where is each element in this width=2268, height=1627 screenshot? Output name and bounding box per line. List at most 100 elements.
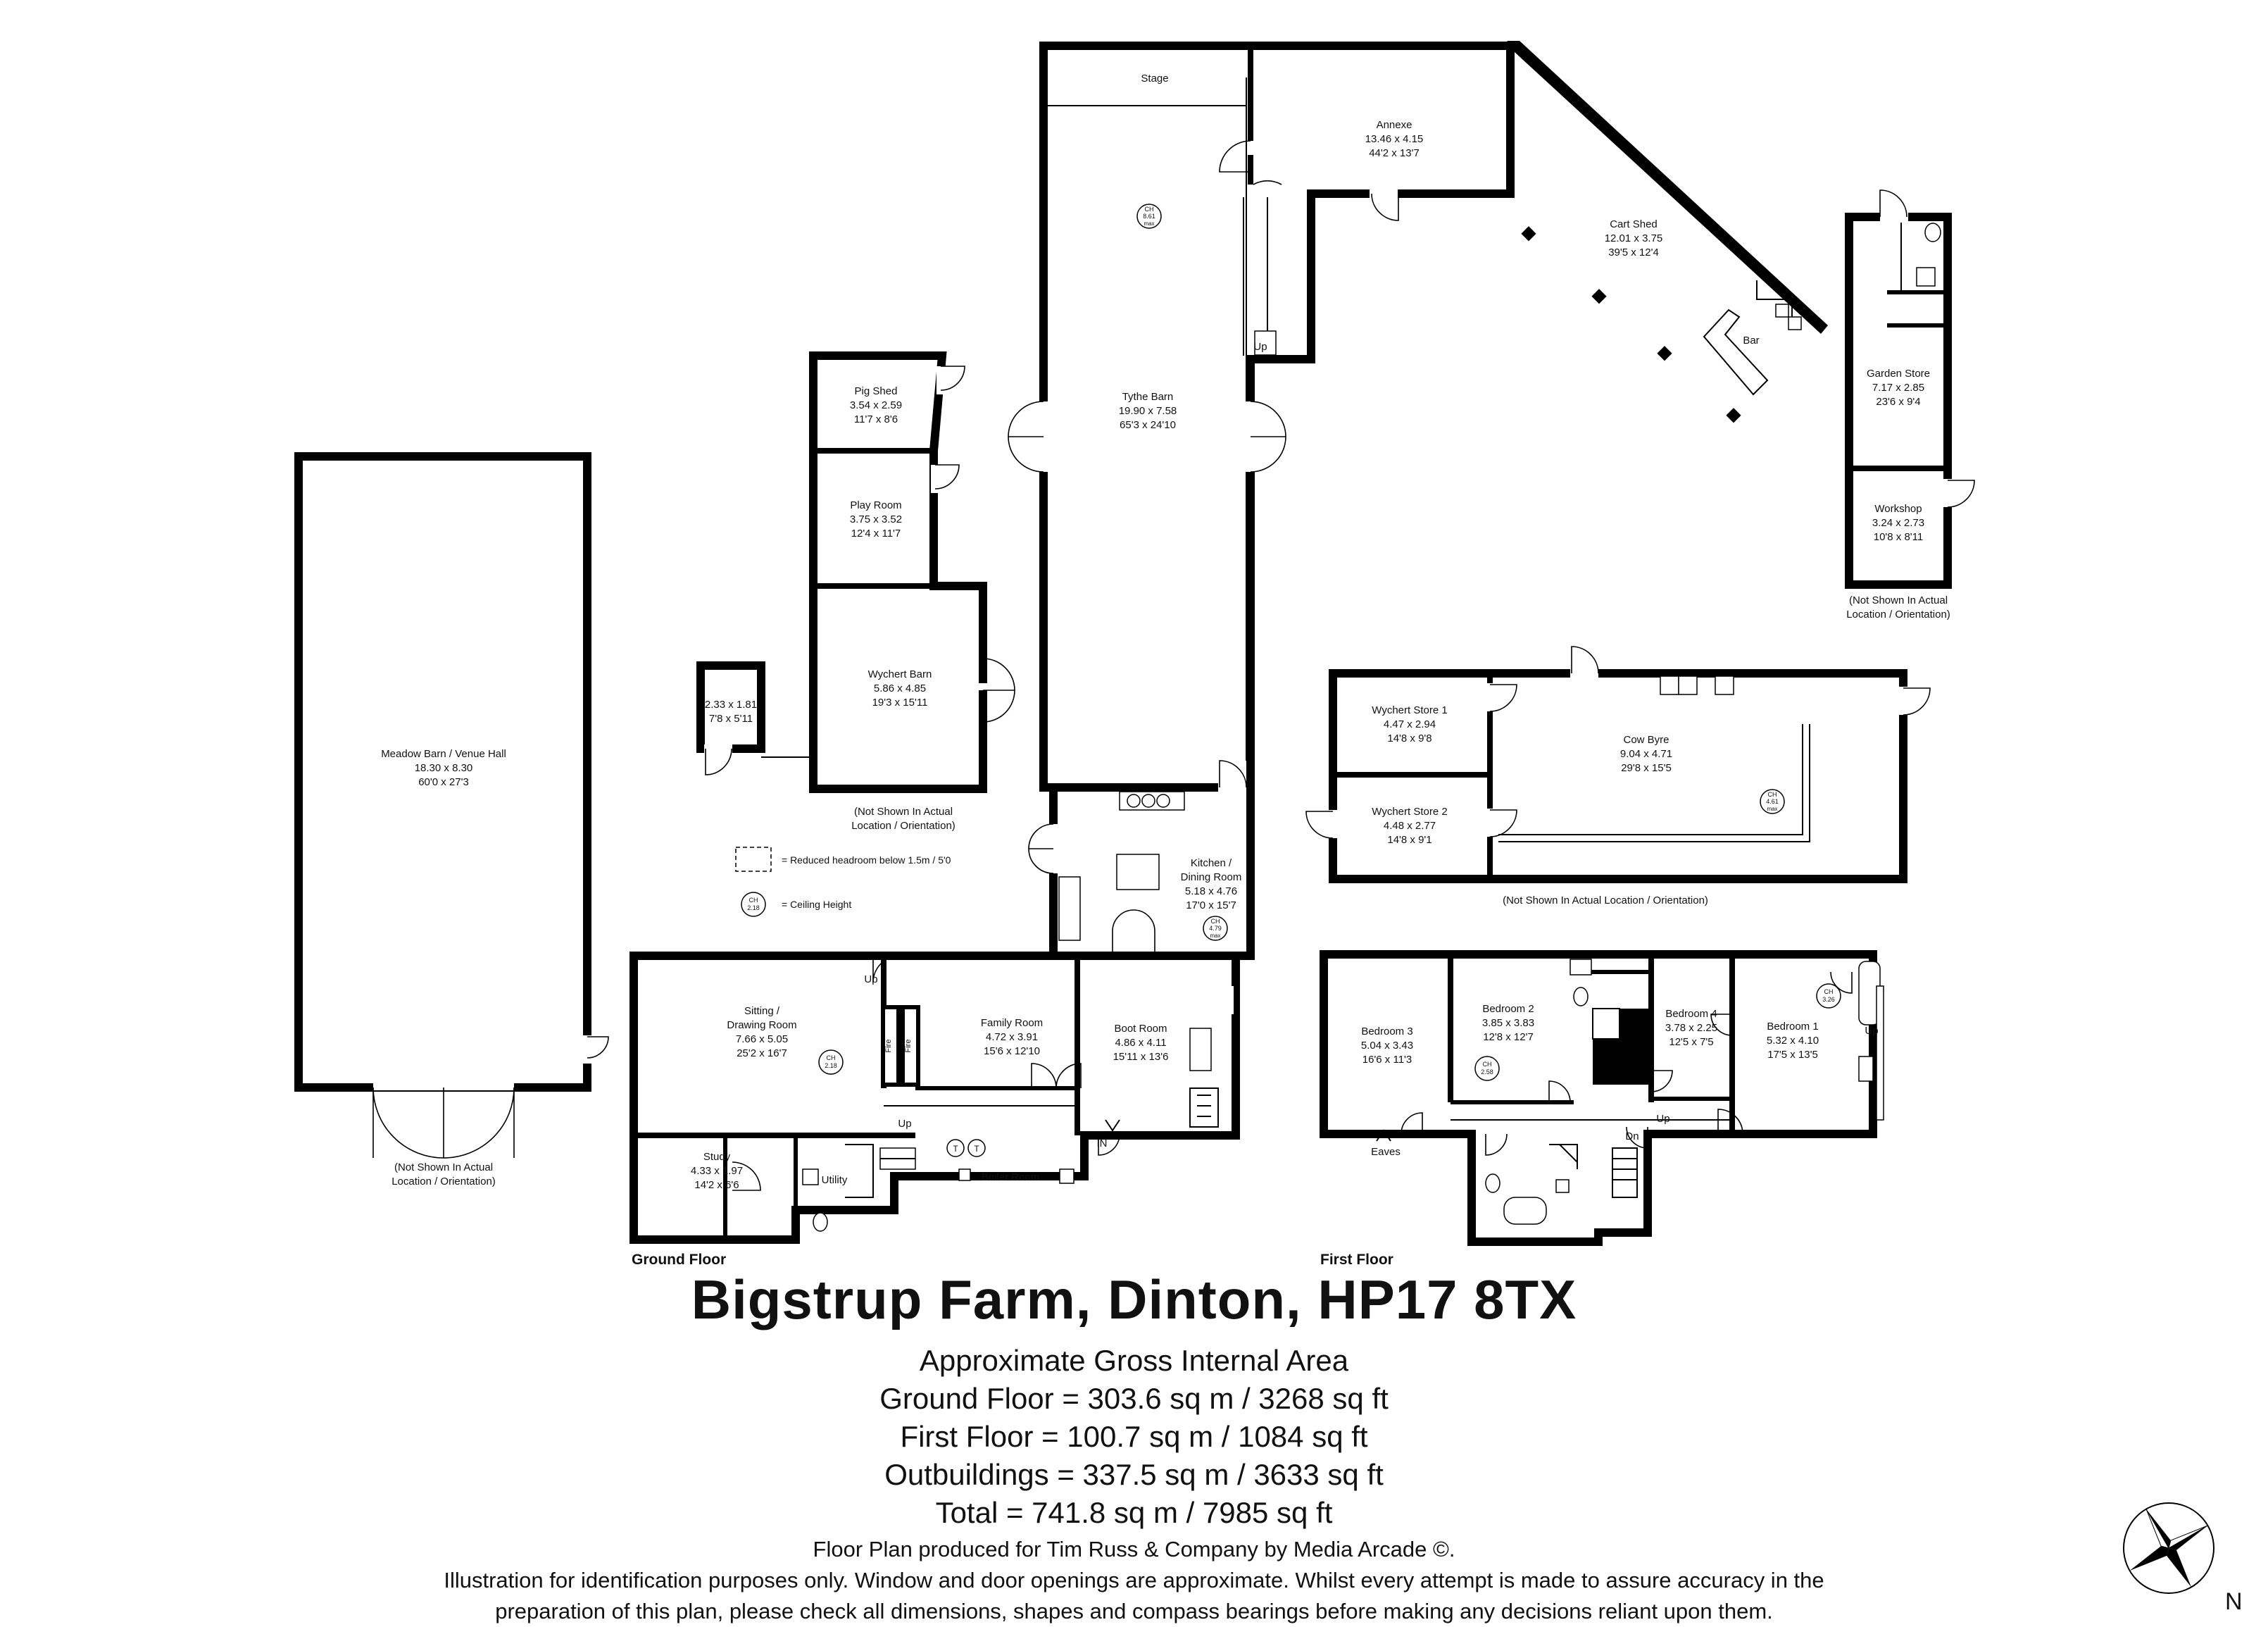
meadow-barn-imperial: 60'0 x 27'3 xyxy=(418,776,469,788)
fire-label-1: Fire xyxy=(884,1040,893,1053)
study-metric: 4.33 x 1.97 xyxy=(691,1165,743,1177)
boot-room-metric: 4.86 x 4.11 xyxy=(1115,1037,1166,1049)
first-floor-area: First Floor = 100.7 sq m / 1084 sq ft xyxy=(900,1420,1368,1453)
bedroom-4-name: Bedroom 4 xyxy=(1665,1008,1717,1020)
annexe-imperial: 44'2 x 13'7 xyxy=(1369,147,1420,159)
kitchen-name-2: Dining Room xyxy=(1181,871,1242,883)
cow-byre-imperial: 29'8 x 15'5 xyxy=(1621,762,1672,774)
disclaimer-line-1: Illustration for identification purposes… xyxy=(444,1568,1824,1592)
bedroom-4-metric: 3.78 x 2.25 xyxy=(1665,1022,1717,1034)
boot-room-imperial: 15'11 x 13'6 xyxy=(1113,1051,1169,1063)
kitchen-ch-value: 4.79 xyxy=(1209,925,1222,932)
tythe-barn-metric: 19.90 x 7.58 xyxy=(1119,405,1177,417)
boiler-t-2: T xyxy=(974,1144,979,1154)
legend-ch-label: CH xyxy=(749,897,758,904)
bedroom-3-name: Bedroom 3 xyxy=(1361,1026,1412,1037)
kitchen-ch-max: max xyxy=(1210,933,1220,939)
utility-name: Utility xyxy=(822,1174,848,1186)
kitchen-name-1: Kitchen / xyxy=(1191,857,1232,869)
total-area: Total = 741.8 sq m / 7985 sq ft xyxy=(935,1496,1333,1529)
wychert-barn-name: Wychert Barn xyxy=(868,668,932,680)
legend-reduced-headroom: = Reduced headroom below 1.5m / 5'0 xyxy=(782,854,951,866)
cart-shed-metric: 12.01 x 3.75 xyxy=(1605,232,1663,244)
small-store-metric: 2.33 x 1.81 xyxy=(705,699,757,711)
wychert-barn-imperial: 19'3 x 15'11 xyxy=(872,697,928,709)
cart-shed: Cart Shed 12.01 x 3.75 39'5 x 12'4 Bar xyxy=(1505,41,1828,423)
bedroom-2-ch-label: CH xyxy=(1483,1061,1492,1068)
cow-byre-metric: 9.04 x 4.71 xyxy=(1620,748,1672,760)
tythe-up-marker: Up xyxy=(1253,341,1267,353)
workshop-metric: 3.24 x 2.73 xyxy=(1872,517,1924,529)
sitting-ch-label: CH xyxy=(827,1054,836,1061)
tythe-ch-max: max xyxy=(1144,220,1154,227)
credit-line: Floor Plan produced for Tim Russ & Compa… xyxy=(813,1537,1455,1561)
cart-shed-name: Cart Shed xyxy=(1610,218,1658,230)
bedroom-2-metric: 3.85 x 3.83 xyxy=(1482,1017,1534,1029)
workshop-note-2: Location / Orientation) xyxy=(1846,609,1950,621)
first-dn-marker: Dn xyxy=(1625,1130,1639,1142)
wychert-store-2-imperial: 14'8 x 9'1 xyxy=(1387,834,1431,846)
sitting-room-metric: 7.66 x 5.05 xyxy=(736,1033,788,1045)
cow-byre-ch-value: 4.61 xyxy=(1766,798,1779,805)
gia-heading: Approximate Gross Internal Area xyxy=(919,1344,1349,1377)
bedroom-3-metric: 5.04 x 3.43 xyxy=(1361,1040,1413,1052)
study-name: Study xyxy=(703,1151,731,1163)
property-title: Bigstrup Farm, Dinton, HP17 8TX xyxy=(691,1268,1577,1330)
sitting-room-imperial: 25'2 x 16'7 xyxy=(737,1047,787,1059)
garden-store-block: Garden Store 7.17 x 2.85 23'6 x 9'4 Work… xyxy=(1845,189,1975,621)
workshop-note-1: (Not Shown In Actual xyxy=(1849,594,1948,606)
workshop-name: Workshop xyxy=(1874,503,1922,515)
workshop-imperial: 10'8 x 8'11 xyxy=(1874,531,1924,543)
wychert-note-1: (Not Shown In Actual xyxy=(854,806,953,818)
disclaimer-line-2: preparation of this plan, please check a… xyxy=(495,1599,1773,1623)
bedroom-1-imperial: 17'5 x 13'5 xyxy=(1767,1049,1818,1061)
family-room-metric: 4.72 x 3.91 xyxy=(986,1031,1038,1043)
cow-byre-name: Cow Byre xyxy=(1623,734,1669,746)
annexe-name: Annexe xyxy=(1377,119,1412,131)
wychert-store-1-name: Wychert Store 1 xyxy=(1372,704,1447,716)
outbuildings-area: Outbuildings = 337.5 sq m / 3633 sq ft xyxy=(884,1458,1384,1491)
eaves-name: Eaves xyxy=(1371,1146,1401,1158)
wychert-note-2: Location / Orientation) xyxy=(851,820,956,832)
fire-label-2: Fire xyxy=(904,1040,913,1053)
sitting-room-name-2: Drawing Room xyxy=(727,1019,796,1031)
pig-shed-name: Pig Shed xyxy=(855,385,898,397)
compass-north-label: N xyxy=(2225,1588,2243,1615)
pig-play-wychert-block: Pig Shed 3.54 x 2.59 11'7 x 8'6 Play Roo… xyxy=(809,351,1015,832)
bedroom-1-metric: 5.32 x 4.10 xyxy=(1767,1035,1819,1047)
garden-store-metric: 7.17 x 2.85 xyxy=(1872,382,1924,394)
play-room-metric: 3.75 x 3.52 xyxy=(850,513,902,525)
tythe-ch-value: 8.61 xyxy=(1143,213,1155,220)
meadow-barn: Meadow Barn / Venue Hall 18.30 x 8.30 60… xyxy=(294,452,609,1187)
kitchen-metric: 5.18 x 4.76 xyxy=(1185,885,1237,897)
pig-shed-metric: 3.54 x 2.59 xyxy=(850,399,902,411)
bedroom-1-name: Bedroom 1 xyxy=(1767,1021,1818,1033)
bedroom-4-imperial: 12'5 x 7'5 xyxy=(1669,1036,1713,1048)
bedroom-1-ch-value: 3.26 xyxy=(1822,996,1835,1003)
tythe-barn-name: Tythe Barn xyxy=(1122,391,1174,403)
cow-byre-ch-max: max xyxy=(1767,806,1777,812)
boiler-room-name: Boiler Room xyxy=(982,1171,1040,1183)
garden-store-name: Garden Store xyxy=(1867,368,1930,380)
cow-byre-ch-label: CH xyxy=(1768,791,1777,798)
meadow-barn-metric: 18.30 x 8.30 xyxy=(415,762,473,774)
meadow-barn-note-1: (Not Shown In Actual xyxy=(394,1161,493,1173)
bedroom-2-name: Bedroom 2 xyxy=(1482,1003,1534,1015)
bedroom-2-ch-value: 2.58 xyxy=(1481,1068,1493,1076)
wychert-barn-metric: 5.86 x 4.85 xyxy=(874,682,926,694)
entrance-in-marker: IN xyxy=(1097,1137,1108,1149)
family-room-imperial: 15'6 x 12'10 xyxy=(984,1045,1040,1057)
ground-up-marker-1: Up xyxy=(864,973,877,985)
kitchen-imperial: 17'0 x 15'7 xyxy=(1186,899,1236,911)
bedroom-2-imperial: 12'8 x 12'7 xyxy=(1483,1031,1534,1043)
legend-ceiling-height: = Ceiling Height xyxy=(782,899,851,910)
play-room-name: Play Room xyxy=(850,499,901,511)
small-store: 2.33 x 1.81 7'8 x 5'11 xyxy=(696,661,810,775)
first-floor-label: First Floor xyxy=(1320,1252,1393,1268)
bedroom-3-imperial: 16'6 x 11'3 xyxy=(1362,1054,1412,1066)
wychert-store-1-metric: 4.47 x 2.94 xyxy=(1384,718,1436,730)
ground-floor-label: Ground Floor xyxy=(632,1252,726,1268)
pig-shed-imperial: 11'7 x 8'6 xyxy=(854,413,898,425)
first-up-marker-1: Up xyxy=(1865,1025,1878,1037)
